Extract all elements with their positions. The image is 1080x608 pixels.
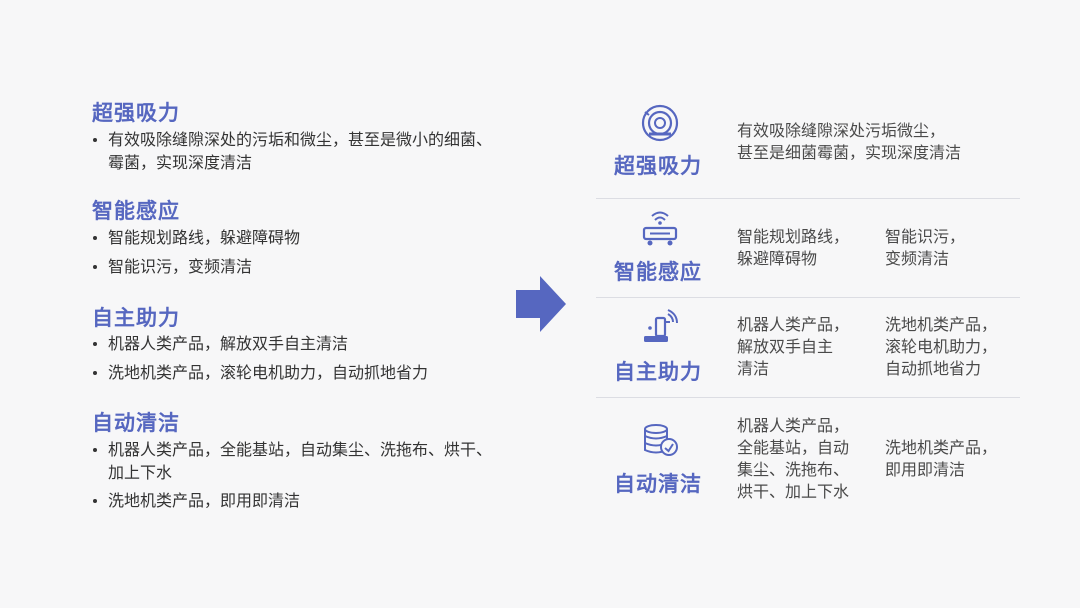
cleaning-station-icon — [644, 424, 678, 456]
bullet-sensing-1: 智能规划路线，躲避障碍物 — [92, 226, 492, 249]
row-text-sensing-2: 智能识污， 变频清洁 — [885, 227, 966, 268]
bullet-suction-1: 有效吸除缝隙深处的污垢和微尘，甚至是微小的细菌、霉菌，实现深度清洁 — [92, 128, 492, 174]
divider — [596, 198, 1020, 199]
floor-washer-icon — [644, 309, 678, 342]
bullet-assist-1: 机器人类产品，解放双手自主清洁 — [92, 332, 492, 355]
row-text-assist-1: 机器人类产品， 解放双手自主 清洁 — [737, 315, 850, 378]
bullet-sensing-2: 智能识污，变频清洁 — [92, 255, 492, 278]
row-text-suction: 有效吸除缝隙深处污垢微尘， 甚至是细菌霉菌，实现深度清洁 — [737, 121, 962, 162]
row-text-assist-2: 洗地机类产品， 滚轮电机助力， 自动抓地省力 — [885, 315, 998, 378]
section-title-suction: 超强吸力 — [92, 101, 180, 125]
right-arrow-icon — [516, 276, 566, 332]
bullet-autoclean-2: 洗地机类产品，即用即清洁 — [92, 489, 492, 512]
sensor-device-icon — [642, 211, 678, 246]
section-title-sensing: 智能感应 — [92, 199, 180, 223]
row-title-suction: 超强吸力 — [614, 154, 702, 178]
divider — [596, 397, 1020, 398]
row-title-sensing: 智能感应 — [614, 260, 702, 284]
row-text-sensing-1: 智能规划路线， 躲避障碍物 — [737, 227, 850, 268]
row-text-autoclean-2: 洗地机类产品， 即用即清洁 — [885, 438, 998, 479]
bullet-autoclean-1: 机器人类产品，全能基站，自动集尘、洗拖布、烘干、加上下水 — [92, 438, 492, 484]
section-title-assist: 自主助力 — [92, 306, 180, 330]
row-title-autoclean: 自动清洁 — [614, 472, 702, 496]
divider — [596, 297, 1020, 298]
row-text-autoclean-1: 机器人类产品， 全能基站，自动 集尘、洗拖布、 烘干、加上下水 — [737, 416, 850, 501]
bullet-assist-2: 洗地机类产品，滚轮电机助力，自动抓地省力 — [92, 361, 492, 384]
robot-vacuum-icon — [641, 104, 679, 142]
row-title-assist: 自主助力 — [614, 360, 702, 384]
section-title-autoclean: 自动清洁 — [92, 411, 180, 435]
